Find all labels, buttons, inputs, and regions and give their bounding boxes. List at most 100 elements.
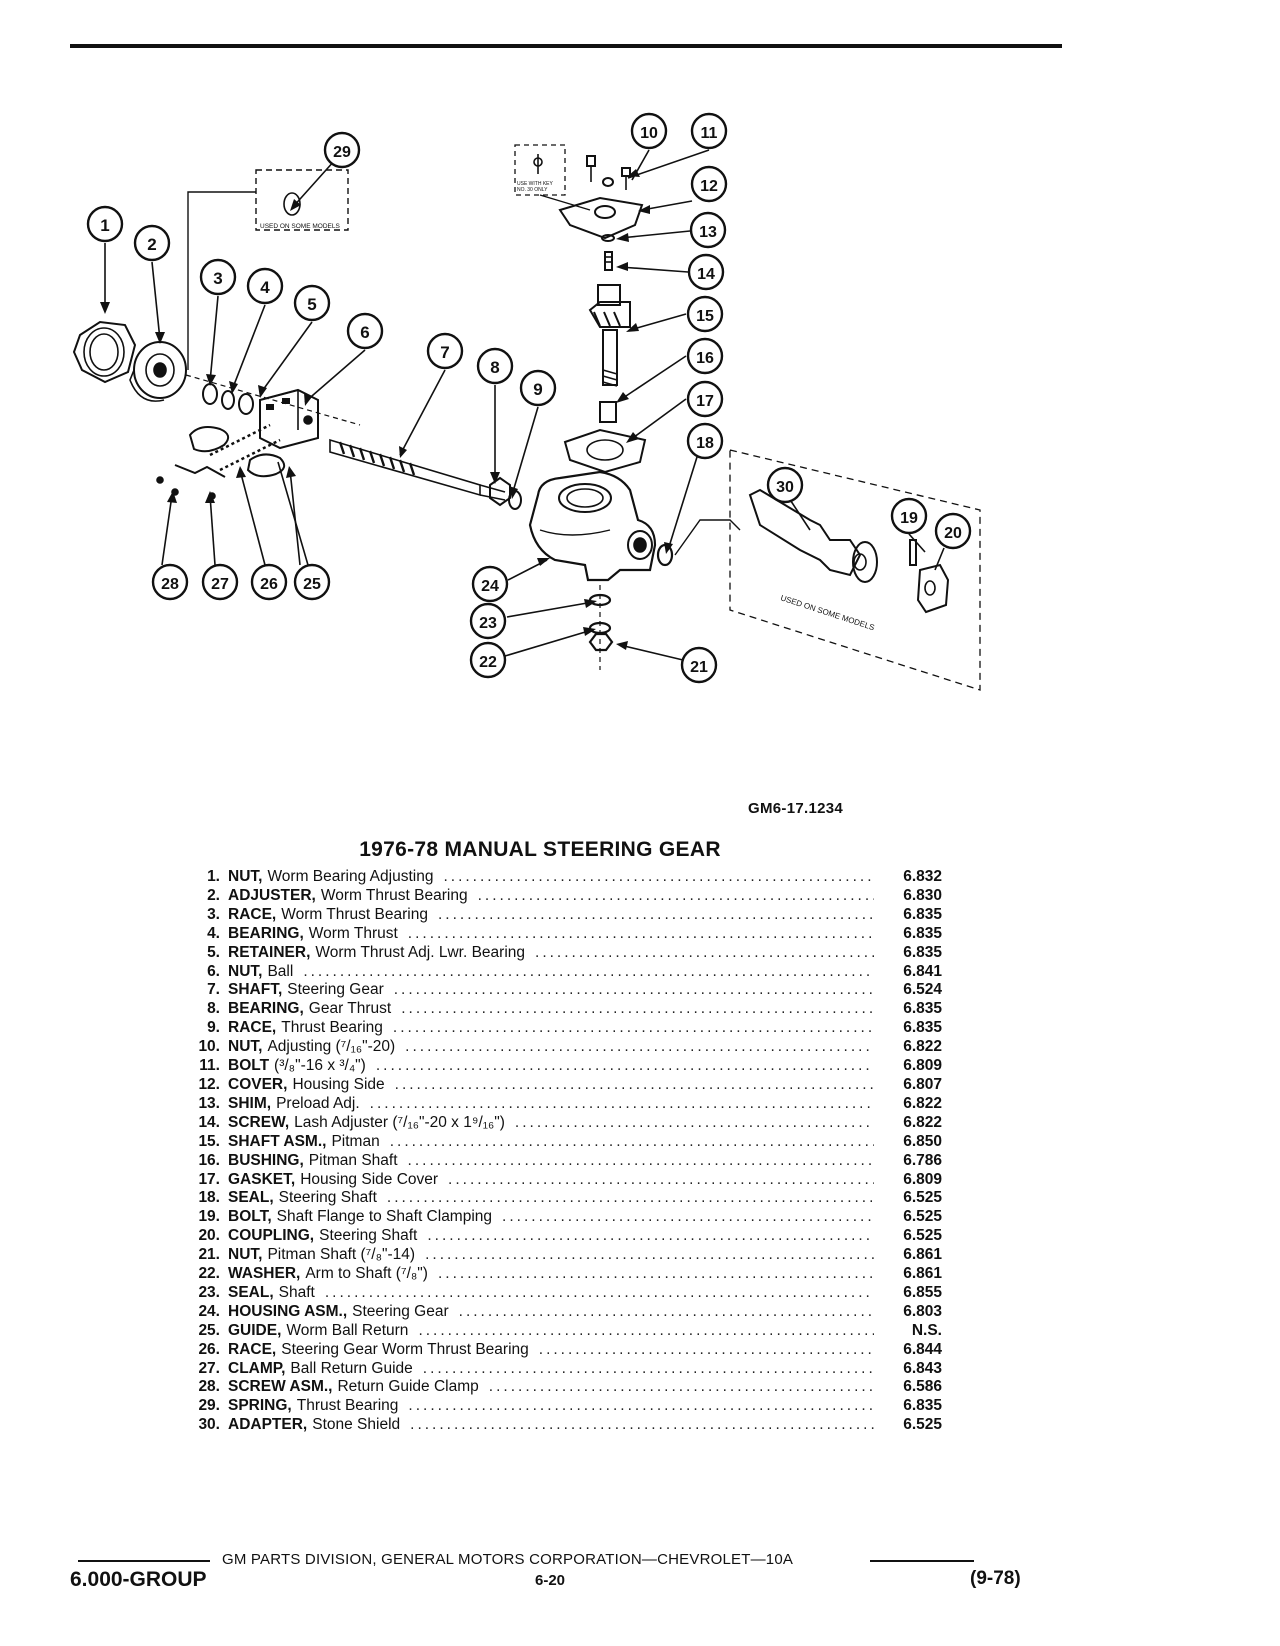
leader-dots — [515, 1114, 874, 1132]
parts-row: 19.BOLT,Shaft Flange to Shaft Clamping6.… — [178, 1208, 942, 1227]
part-number: 9. — [207, 1019, 220, 1037]
callout-bubbles: 1 2 3 4 5 6 7 8 9 10 11 12 13 14 15 16 1… — [86, 112, 972, 684]
part-description: Steering Shaft — [278, 1189, 377, 1207]
group-reference: 6.822 — [903, 1113, 942, 1131]
parts-row: 15.SHAFT ASM.,Pitman6.850 — [178, 1133, 942, 1152]
parts-row: 11.BOLT(³/₈"-16 x ³/₄")6.809 — [178, 1057, 942, 1076]
part-number: 5. — [207, 943, 220, 961]
svg-text:USE WITH KEY: USE WITH KEY — [517, 181, 554, 187]
leader-dots — [478, 887, 874, 905]
ball-return-guide-icon — [156, 423, 286, 500]
part-name: SHIM, — [228, 1094, 272, 1112]
group-reference: 6.809 — [903, 1170, 942, 1188]
svg-text:5: 5 — [307, 295, 316, 314]
part-name: RACE, — [228, 1340, 277, 1358]
parts-row: 9.RACE,Thrust Bearing6.835 — [178, 1019, 942, 1038]
part-number: 22. — [198, 1265, 220, 1283]
part-description: Thrust Bearing — [296, 1397, 399, 1415]
part-name: SEAL, — [228, 1189, 274, 1207]
part-number: 14. — [198, 1113, 220, 1131]
leader-dots — [408, 1397, 874, 1415]
pitman-bushing-icon — [599, 401, 617, 423]
parts-row: 1.NUT,Worm Bearing Adjusting6.832 — [178, 868, 942, 887]
part-number: 17. — [198, 1170, 220, 1188]
part-number: 1. — [207, 868, 220, 885]
leader-dots — [408, 925, 874, 943]
leader-dots — [395, 1076, 874, 1094]
svg-text:2: 2 — [147, 235, 156, 254]
side-cover-icon — [558, 155, 644, 240]
svg-text:16: 16 — [696, 350, 714, 367]
gear-thrust-bearing-icon — [489, 476, 511, 507]
pitman-shaft-icon — [588, 284, 631, 387]
group-reference: 6.841 — [903, 962, 942, 980]
parts-row: 18. SEAL,Steering Shaft 6.525 — [178, 1189, 942, 1208]
part-description: Preload Adj. — [276, 1094, 360, 1112]
footer-rule-left — [78, 1560, 210, 1562]
gasket-icon — [563, 428, 647, 474]
svg-text:8: 8 — [490, 358, 499, 377]
leader-dots — [325, 1284, 874, 1302]
parts-row: 8.BEARING,Gear Thrust6.835 — [178, 1000, 942, 1019]
parts-row: 26.RACE,Steering Gear Worm Thrust Bearin… — [178, 1341, 942, 1360]
parts-row: 4.BEARING,Worm Thrust6.835 — [178, 925, 942, 944]
part-name: COUPLING, — [228, 1227, 315, 1245]
parts-row: 27.CLAMP,Ball Return Guide6.843 — [178, 1360, 942, 1379]
part-name: BEARING, — [228, 1000, 304, 1018]
part-name: HOUSING ASM., — [228, 1302, 348, 1320]
parts-row: 20.COUPLING,Steering Shaft6.525 — [178, 1227, 942, 1246]
coupling-icon — [916, 563, 950, 614]
leader-dots — [539, 1341, 874, 1359]
group-reference: 6.786 — [903, 1151, 942, 1169]
parts-row: 16.BUSHING,Pitman Shaft6.786 — [178, 1152, 942, 1171]
leader-dots — [410, 1416, 874, 1434]
part-number: 24. — [198, 1302, 220, 1320]
leader-dots — [459, 1303, 874, 1321]
steering-gear-housing-icon — [528, 470, 657, 582]
part-name: RETAINER, — [228, 943, 311, 961]
part-number: 21. — [198, 1246, 220, 1264]
part-number: 6. — [207, 962, 220, 980]
group-reference: 6.855 — [903, 1283, 942, 1301]
group-reference: 6.835 — [903, 943, 942, 961]
part-number: 25. — [198, 1321, 220, 1339]
worm-bearing-nut-icon — [72, 320, 137, 384]
svg-text:23: 23 — [479, 615, 497, 632]
part-name: SHAFT ASM., — [228, 1132, 327, 1150]
group-reference: 6.807 — [903, 1075, 942, 1093]
part-name: BUSHING, — [228, 1151, 304, 1169]
parts-row: 3.RACE,Worm Thrust Bearing6.835 — [178, 906, 942, 925]
svg-text:20: 20 — [944, 525, 962, 542]
figure-code: GM6-17.1234 — [748, 800, 844, 817]
part-name: NUT, — [228, 962, 263, 980]
part-description: Ball Return Guide — [290, 1359, 413, 1377]
parts-row: 12.COVER,Housing Side6.807 — [178, 1076, 942, 1095]
parts-row: 5.RETAINER,Worm Thrust Adj. Lwr. Bearing… — [178, 944, 942, 963]
group-reference: 6.525 — [903, 1416, 942, 1434]
group-reference: 6.835 — [903, 924, 942, 942]
leader-dots — [443, 868, 874, 886]
part-description: Adjusting (⁷/₁₆"-20) — [267, 1038, 396, 1056]
parts-row: 28.SCREW ASM.,Return Guide Clamp6.586 — [178, 1378, 942, 1397]
part-name: NUT, — [228, 1246, 263, 1264]
svg-text:21: 21 — [690, 659, 708, 676]
footer-rule-right — [870, 1560, 974, 1562]
part-number: 16. — [198, 1151, 220, 1169]
part-description: Pitman Shaft (⁷/₈"-14) — [267, 1246, 416, 1264]
parts-row: 6.NUT,Ball6.841 — [178, 963, 942, 982]
part-name: SCREW ASM., — [228, 1378, 333, 1396]
group-reference: 6.525 — [903, 1189, 942, 1207]
part-name: BOLT, — [228, 1208, 272, 1226]
group-reference: 6.835 — [903, 1019, 942, 1037]
part-number: 28. — [198, 1378, 220, 1396]
leader-dots — [423, 1360, 874, 1378]
part-name: BOLT — [228, 1057, 270, 1075]
part-number: 18. — [198, 1189, 220, 1207]
pitman-shaft-nut-icon — [588, 632, 614, 652]
group-reference: 6.525 — [903, 1208, 942, 1226]
part-description: Worm Thrust Bearing — [320, 886, 468, 904]
part-number: 3. — [207, 905, 220, 923]
leader-dots — [376, 1057, 874, 1075]
svg-text:25: 25 — [303, 576, 321, 593]
group-reference: 6.835 — [903, 1397, 942, 1415]
